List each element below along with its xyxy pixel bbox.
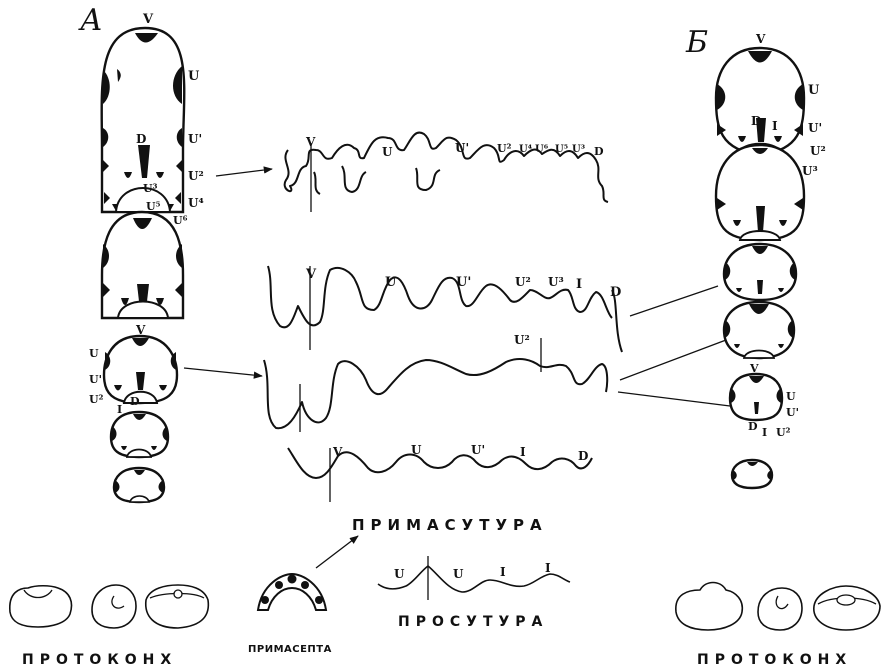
- suture2-label-u1: U': [456, 275, 471, 290]
- suture4-label-d: D: [578, 449, 588, 463]
- suture2-label-u3: U³: [548, 275, 564, 289]
- lobe-label-b5-u1: U': [786, 406, 799, 419]
- suture1-label-d: D: [594, 145, 604, 158]
- panel-label-a: А: [78, 3, 103, 38]
- primasepta-section: [258, 574, 326, 610]
- lobe-label-a-u2: U²: [188, 169, 204, 183]
- lobe-label-a-v: V: [142, 12, 154, 27]
- suture1-label-v: V: [305, 135, 316, 149]
- lobe-label-a3-i: I: [117, 403, 122, 416]
- suture1-label-u2: U²: [497, 142, 512, 155]
- whorl-section-b2: [716, 145, 804, 240]
- lobe-label-b-i: I: [772, 119, 778, 133]
- suture1-label-u1: U': [455, 141, 469, 155]
- suture4-label-u: U: [411, 443, 422, 457]
- caption-protoconch-left: ПРОТОКОНХ: [22, 652, 177, 668]
- protoconch-left-group: [10, 585, 209, 628]
- suture-line-1: V U U' U² U⁴ U⁶ U⁵ U³ D: [285, 133, 608, 212]
- whorl-section-a5: [114, 468, 164, 502]
- suture2-label-d: D: [610, 285, 621, 300]
- panel-label-b: Б: [685, 25, 708, 60]
- line-b3-to-suture2: [630, 286, 718, 316]
- lobe-label-b5-d: D: [748, 420, 758, 433]
- lobe-label-a3-u2: U²: [89, 393, 104, 406]
- lobe-label-b-v: V: [755, 32, 766, 46]
- whorl-section-a4: [111, 412, 168, 457]
- prosutura-label-u-1: U: [394, 567, 405, 581]
- prosutura-line: U U I I: [378, 556, 570, 600]
- suture-line-2: V U U' U² U³ I D: [268, 266, 622, 352]
- lobe-label-b-u2: U²: [810, 144, 826, 158]
- lobe-label-b-u3: U³: [802, 164, 818, 178]
- suture2-label-i: I: [576, 277, 582, 292]
- lobe-label-b5-u2: U²: [776, 426, 791, 439]
- lobe-label-a3-u1: U': [89, 373, 102, 386]
- lobe-label-a-u3: U³: [143, 182, 158, 195]
- arrow-a3-to-suture3: [184, 368, 262, 376]
- suture2-label-u: U: [385, 275, 397, 290]
- suture2-label-u2: U²: [515, 275, 531, 289]
- prosutura-label-i-1: I: [500, 565, 506, 579]
- whorl-section-b3: [724, 244, 796, 300]
- line-b4-to-suture3: [620, 340, 726, 380]
- arrow-primasepta-to-primasutura: [316, 536, 358, 568]
- lobe-label-a-u1: U': [188, 132, 202, 146]
- whorl-section-b1: [716, 48, 804, 155]
- prosutura-label-i-2: I: [545, 561, 551, 575]
- suture2-label-v: V: [305, 267, 317, 282]
- suture4-label-i: I: [520, 445, 526, 459]
- suture1-label-u3: U³: [572, 144, 585, 155]
- lobe-label-b-u: U: [808, 83, 820, 98]
- caption-prosutura: ПРОСУТУРА: [398, 614, 548, 630]
- caption-protoconch-right: ПРОТОКОНХ: [697, 652, 852, 668]
- arrow-a1-to-suture1: [216, 169, 272, 176]
- suture1-label-u4: U⁴: [519, 144, 533, 155]
- whorl-section-b6: [732, 460, 772, 488]
- lobe-label-a-d: D: [136, 132, 146, 146]
- suture4-label-u1: U': [471, 443, 485, 457]
- lobe-label-b5-i: I: [762, 426, 767, 439]
- lobe-label-b-d: D: [751, 114, 761, 128]
- whorl-section-b5: [730, 374, 782, 420]
- suture1-label-u5: U⁵: [555, 144, 568, 155]
- lobe-label-b5-v: V: [749, 362, 759, 375]
- whorl-section-a3: [104, 336, 177, 403]
- lobe-label-b-u1: U': [808, 121, 822, 135]
- lobe-label-a3-u: U: [89, 347, 99, 360]
- caption-primasutura: ПРИМАСУТУРА: [352, 516, 548, 534]
- suture4-label-v: V: [332, 445, 343, 459]
- caption-primasepta: ПРИМАСЕПТА: [248, 644, 332, 655]
- prosutura-label-u-2: U: [453, 567, 464, 581]
- whorl-section-b4: [724, 302, 794, 358]
- lobe-label-a3-d: D: [130, 395, 140, 408]
- suture-line-3: U²: [264, 333, 607, 432]
- whorl-section-a2: [102, 212, 183, 318]
- suture-line-4: V U U' I D: [288, 443, 592, 502]
- suture1-label-u6: U⁶: [535, 144, 549, 155]
- lobe-label-a-u4: U⁴: [188, 196, 204, 210]
- protoconch-right-group: [676, 583, 880, 631]
- suture3-label-u2: U²: [514, 333, 530, 347]
- lobe-label-a-u5: U⁵: [146, 200, 161, 213]
- line-b5-to-suture3: [618, 392, 730, 406]
- lobe-label-a3-v: V: [135, 323, 146, 337]
- lobe-label-a-u6: U⁶: [173, 214, 188, 227]
- lobe-label-b5-u: U: [786, 390, 796, 403]
- lobe-label-a-u: U: [188, 69, 200, 84]
- suture1-label-u: U: [382, 145, 393, 159]
